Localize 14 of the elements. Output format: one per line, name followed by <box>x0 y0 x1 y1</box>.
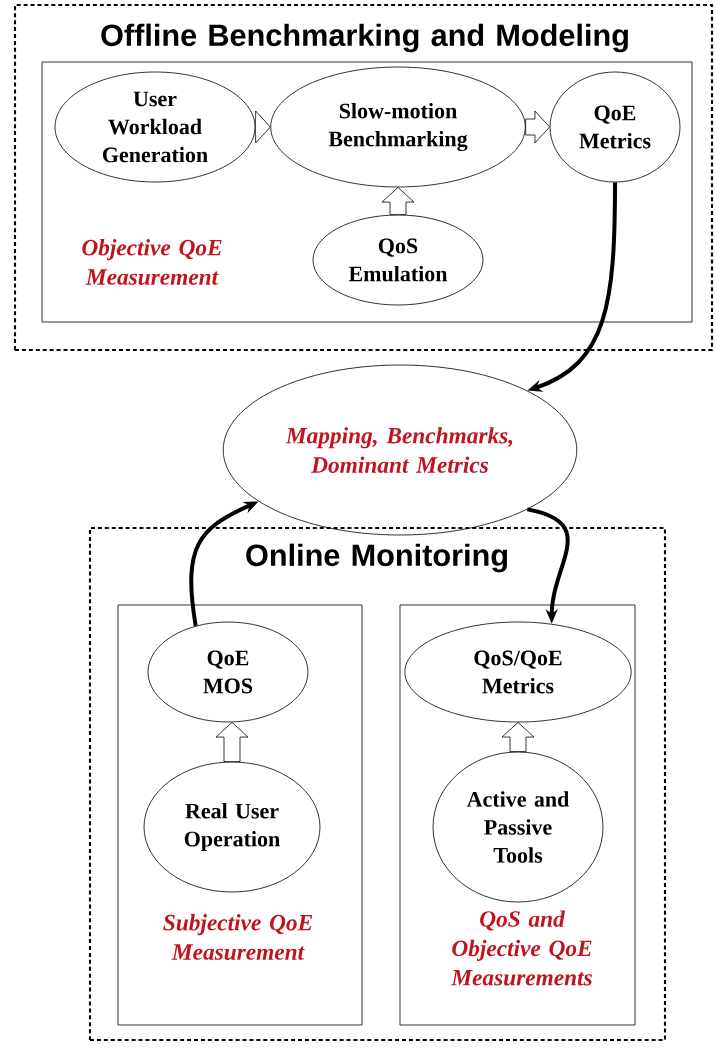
ellipse-node: Active and Passive Tools <box>432 751 604 903</box>
ellipse-node: QoS/QoE Metrics <box>404 621 632 723</box>
ellipse-node: Mapping, Benchmarks, Dominant Metrics <box>222 364 578 536</box>
ellipse-node: QoS Emulation <box>312 214 484 306</box>
ellipse-node: Real User Operation <box>143 761 321 893</box>
block-arrow <box>381 187 415 215</box>
ellipse-node: QoE MOS <box>147 621 309 723</box>
block-arrow <box>525 110 550 144</box>
block-arrow <box>501 722 535 752</box>
ellipse-node: QoE Metrics <box>549 71 681 183</box>
block-arrow <box>255 110 271 144</box>
ellipse-node: Slow-motion Benchmarking <box>270 66 526 188</box>
ellipse-node: User Workload Generation <box>54 71 256 183</box>
block-arrow <box>215 722 249 762</box>
